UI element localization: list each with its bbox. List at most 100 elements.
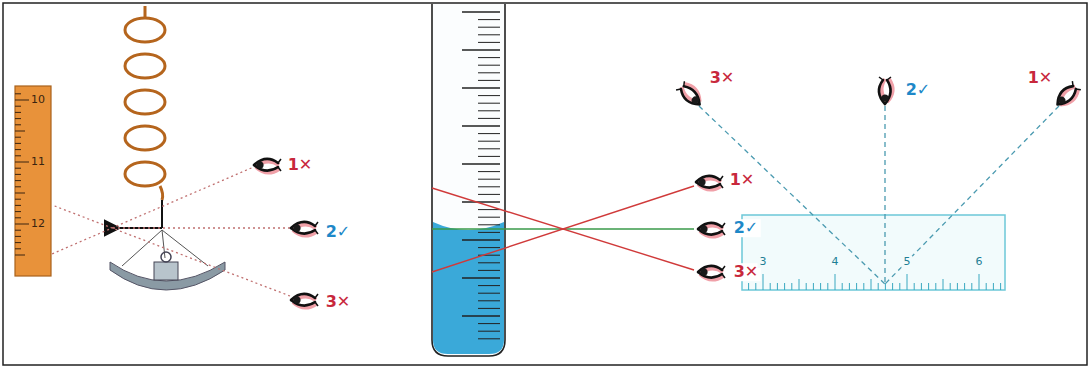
graduation <box>478 232 500 233</box>
ruler-tick <box>791 283 792 290</box>
coil-end <box>145 6 163 200</box>
ruler-tick <box>755 283 756 290</box>
ruler-tick <box>856 283 857 290</box>
ruler-tick <box>813 283 814 290</box>
graduation <box>478 323 500 324</box>
ruler-tick <box>943 279 944 290</box>
ruler-tick <box>863 283 864 290</box>
sight-line-1 <box>52 166 256 254</box>
scale-number: 10 <box>29 94 47 106</box>
eye-position-label: 1✕ <box>1026 69 1055 87</box>
sight-line-2 <box>112 227 290 228</box>
graduation <box>478 19 500 20</box>
sight-line-3 <box>699 106 885 284</box>
ruler-tick <box>15 124 21 125</box>
ruler-tick <box>15 255 25 256</box>
ruler-tick <box>971 283 972 290</box>
cylinder-wall <box>432 4 505 356</box>
sight-line-1 <box>885 106 1059 284</box>
ruler-tick <box>878 283 879 290</box>
ruler-tick <box>827 283 828 290</box>
graduation <box>462 277 500 278</box>
ruler-tick <box>15 248 21 249</box>
graduation <box>478 293 500 294</box>
ruler-tick <box>15 149 21 150</box>
ruler-tick <box>15 217 21 218</box>
graduation <box>478 118 500 119</box>
graduation <box>478 171 500 172</box>
eye-position-label: 2✓ <box>324 223 353 241</box>
pan-strings <box>122 230 208 266</box>
graduation <box>478 270 500 271</box>
ruler-ticks <box>15 94 30 255</box>
ruler-tick <box>1000 283 1001 290</box>
eye-position-label: 1✕ <box>286 156 315 174</box>
eye-position-label: 2✓ <box>732 219 761 237</box>
weight <box>154 262 178 280</box>
ruler-tick <box>770 283 771 290</box>
eye <box>698 266 725 280</box>
graduation <box>478 103 500 104</box>
ruler-tick <box>986 283 987 290</box>
cylinder-panel <box>432 4 725 356</box>
graduation <box>478 186 500 187</box>
graduation <box>478 57 500 58</box>
ruler-tick <box>15 236 21 237</box>
ruler-tick <box>15 180 21 181</box>
sight-line-3 <box>432 188 694 270</box>
coil-turn <box>125 162 165 186</box>
graduation <box>478 194 500 195</box>
graduation <box>462 163 500 164</box>
eye <box>879 77 893 104</box>
ruler-tick <box>871 279 872 290</box>
ruler-tick <box>15 112 21 113</box>
ruler-tick <box>957 283 958 290</box>
ruler-tick <box>15 143 21 144</box>
ruler-tick <box>950 283 951 290</box>
scale-number: 4 <box>830 256 841 268</box>
eye <box>254 159 281 173</box>
ruler-tick <box>15 100 30 101</box>
ruler-tick <box>15 162 30 163</box>
ruler-tick <box>15 205 21 206</box>
graduation <box>478 331 500 332</box>
ruler-tick <box>15 211 21 212</box>
ruler-tick <box>921 283 922 290</box>
ruler-tick <box>806 283 807 290</box>
ruler-tick <box>835 274 836 290</box>
ruler-tick <box>892 283 893 290</box>
graduation <box>462 49 500 50</box>
ruler-tick <box>777 283 778 290</box>
spring-coil <box>125 6 165 200</box>
ruler-tick <box>763 274 764 290</box>
ruler-tick <box>15 242 21 243</box>
ruler-panel <box>676 77 1082 290</box>
graduation <box>478 300 500 301</box>
sight-line-1 <box>432 186 694 272</box>
eye <box>676 80 705 109</box>
pan <box>110 262 225 290</box>
graduation <box>478 95 500 96</box>
scale-number: 3 <box>758 256 769 268</box>
weight-ring <box>161 252 171 262</box>
orange-ruler <box>15 86 51 276</box>
ruler-tick <box>15 168 21 169</box>
ruler-tick <box>849 283 850 290</box>
ruler-tick <box>784 283 785 290</box>
graduation <box>478 156 500 157</box>
coil-turn <box>125 18 165 42</box>
graduation <box>462 239 500 240</box>
graduation <box>478 133 500 134</box>
ruler-tick <box>15 230 21 231</box>
ruler-tick <box>907 274 908 290</box>
coil-turn <box>125 126 165 150</box>
graduation <box>478 72 500 73</box>
ruler-tick <box>15 224 30 225</box>
graduation <box>462 87 500 88</box>
ruler-tick <box>799 279 800 290</box>
ruler-tick <box>15 93 21 94</box>
eye-position-label: 3✕ <box>324 293 353 311</box>
graduation <box>478 217 500 218</box>
eye <box>291 222 318 236</box>
